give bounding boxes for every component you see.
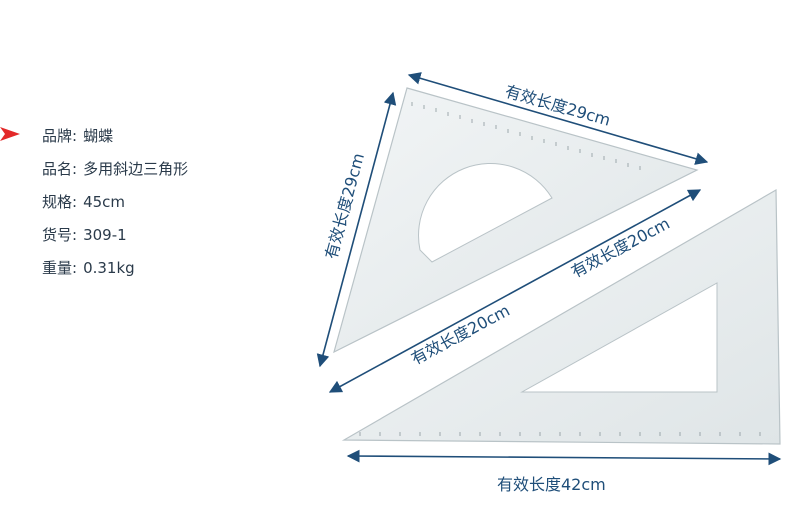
spec-label: 品牌: <box>42 127 78 145</box>
arrow-pointer-icon <box>0 127 20 141</box>
product-spec-list: 品牌: 蝴蝶 品名: 多用斜边三角形 规格: 45cm 货号: 309-1 重量: 0.3… <box>18 120 188 285</box>
spec-label: 品名: <box>42 160 78 178</box>
spec-value: 蝴蝶 <box>83 127 114 145</box>
dimension-label-left: 有效长度29cm <box>322 151 368 261</box>
spec-brand: 品牌: 蝴蝶 <box>18 120 188 153</box>
spec-value: 0.31kg <box>83 259 135 277</box>
spec-value: 45cm <box>83 193 126 211</box>
spec-value: 多用斜边三角形 <box>83 160 189 178</box>
spec-weight: 重量: 0.31kg <box>18 252 188 285</box>
spec-label: 规格: <box>42 193 78 211</box>
spec-item-number: 货号: 309-1 <box>18 219 188 252</box>
dimension-arrow-hypotenuse <box>328 189 702 393</box>
spec-name: 品名: 多用斜边三角形 <box>18 153 188 186</box>
dimension-lines <box>316 72 782 466</box>
dimension-arrow-bottom <box>346 449 782 466</box>
dimension-label-bottom: 有效长度42cm <box>497 475 606 494</box>
spec-label: 重量: <box>42 259 78 277</box>
dimension-arrow-top <box>407 72 709 165</box>
spec-label: 货号: <box>42 226 78 244</box>
spec-value: 309-1 <box>83 226 127 244</box>
spec-size: 规格: 45cm <box>18 186 188 219</box>
